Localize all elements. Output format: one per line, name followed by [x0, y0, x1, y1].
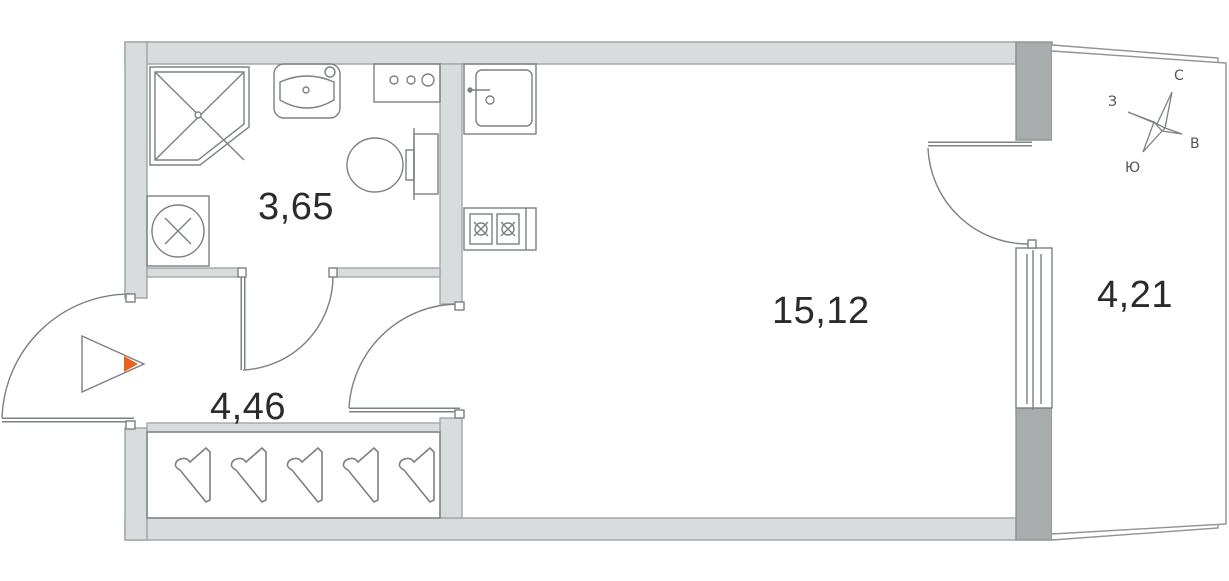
compass-letters: С З В Ю [1108, 68, 1200, 176]
shower-cabin [149, 66, 250, 166]
balcony-railing [1051, 44, 1227, 541]
compass-rose [1127, 91, 1183, 153]
wardrobe [146, 431, 441, 519]
wall-pillars [1015, 41, 1053, 541]
washing-machine [146, 195, 210, 267]
balcony-area-label: 4,21 [1097, 274, 1173, 316]
coat-hangers [174, 446, 435, 504]
interior-walls [146, 63, 463, 519]
entrance-door [1, 293, 136, 430]
washbasin [273, 63, 341, 119]
living-room-door [348, 301, 465, 419]
cooktop [463, 207, 537, 251]
bathroom-door [237, 267, 338, 371]
balcony-door [927, 141, 1037, 249]
compass-north-letter: С [1174, 68, 1184, 84]
outer-walls [124, 41, 1017, 541]
balcony-door-frame [1015, 247, 1053, 410]
kitchen-sink [463, 63, 537, 135]
hallway-area-label: 4,46 [210, 386, 286, 428]
compass-west-letter: З [1108, 94, 1117, 110]
bathroom-area-label: 3,65 [258, 186, 334, 228]
entrance-marker [81, 334, 146, 394]
living-room-area-label: 15,12 [772, 290, 870, 332]
compass-east-letter: В [1190, 136, 1200, 152]
compass-south-letter: Ю [1125, 160, 1140, 176]
toilet [346, 128, 439, 200]
water-heater [373, 63, 441, 103]
